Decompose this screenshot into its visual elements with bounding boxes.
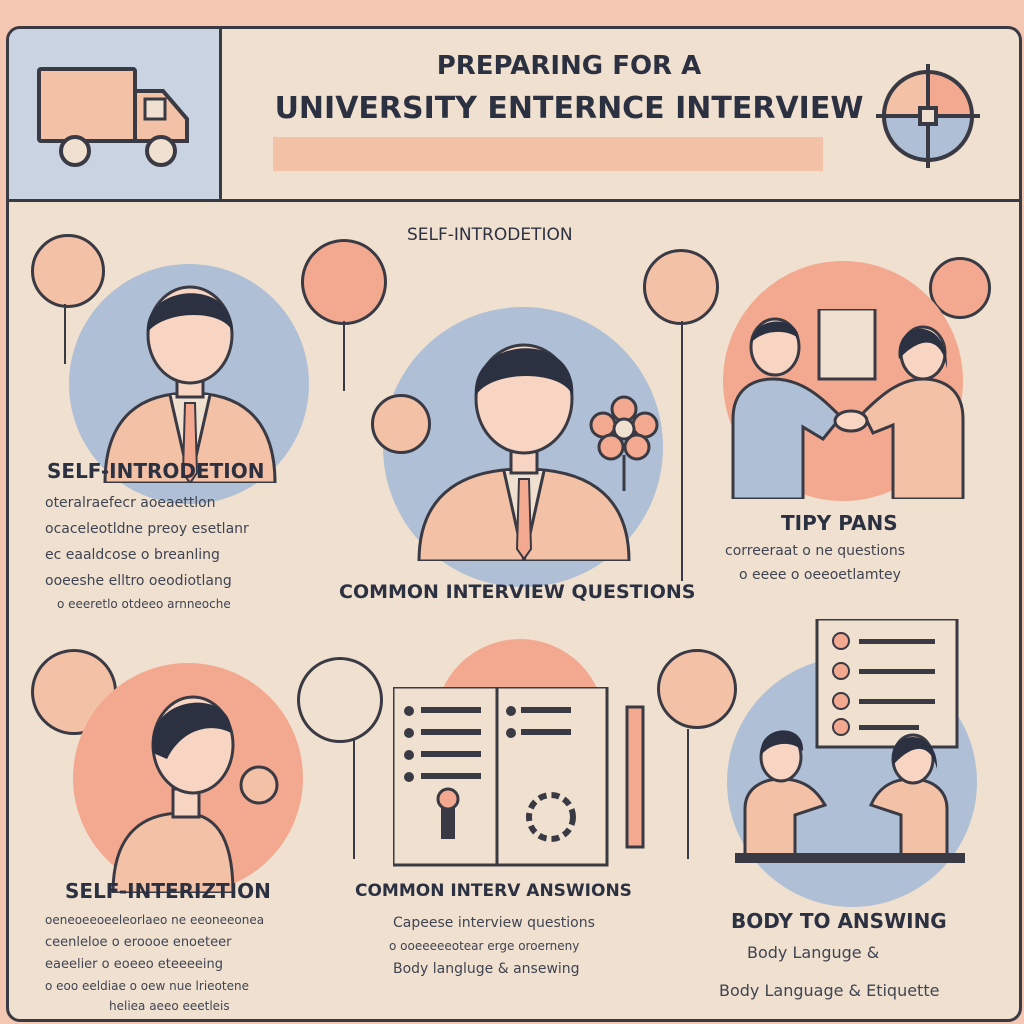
bottom-right-line-2: Body Language & Etiquette bbox=[719, 981, 940, 1000]
bottom-left-line-1: oeneoeeoeeleorlaeo ne eeoneeonea bbox=[45, 913, 265, 927]
connector-line bbox=[681, 321, 683, 581]
bottom-center-line-3: Body langluge & ansewing bbox=[393, 961, 580, 977]
bottom-center-heading: COMMON INTERV ANSWIONS bbox=[355, 881, 632, 901]
notebook-illustration bbox=[393, 687, 645, 867]
bottom-left-heading: SELF-INTERIZTION bbox=[65, 879, 271, 903]
center-label: SELF-INTRODETION bbox=[407, 225, 573, 245]
badge-icon-bottom-right bbox=[657, 649, 737, 729]
top-left-line-1: oteralraefecr aoeaettlon bbox=[45, 495, 216, 511]
bottom-left-line-4: o eoo eeldiae o oew nue lrieotene bbox=[45, 979, 249, 993]
top-left-heading: SELF-INTRODETION bbox=[47, 459, 265, 483]
top-right-line-1: correeraat o ne questions bbox=[725, 543, 906, 559]
flower-icon bbox=[589, 395, 659, 491]
bottom-center-line-1: Capeese interview questions bbox=[393, 915, 595, 931]
title-line-1: PREPARING FOR A bbox=[436, 51, 702, 81]
top-left-line-2: ocaceleotldne preoy esetlanr bbox=[45, 521, 249, 537]
header: PREPARING FOR A UNIVERSITY ENTERNCE INTE… bbox=[9, 29, 1019, 202]
badge-icon-top-center bbox=[301, 239, 387, 325]
bottom-left-line-5: heliea aeeo eeetleis bbox=[109, 999, 230, 1013]
top-right-line-2: o eeee o oeeoetlamtey bbox=[739, 567, 901, 583]
top-left-line-3: ec eaaldcose o breanling bbox=[45, 547, 220, 563]
middle-banner: COMMON INTERVIEW QUESTIONS bbox=[339, 581, 696, 603]
badge-icon-bottom-center bbox=[297, 657, 383, 743]
bottom-center-line-2: o ooeeeeeotear erge oroerneny bbox=[389, 939, 580, 953]
meeting-illustration bbox=[735, 619, 965, 863]
student-portrait-left bbox=[103, 285, 277, 483]
badge-icon-top-right-1 bbox=[643, 249, 719, 325]
title-underline-bar bbox=[273, 137, 823, 171]
title-line-2: UNIVERSITY ENTERNCE INTERVIEW bbox=[274, 91, 864, 126]
handshake-illustration bbox=[731, 309, 965, 499]
connector-line bbox=[64, 304, 66, 364]
top-left-line-5: o eeeretlo otdeeo arnneoche bbox=[57, 597, 231, 611]
bottom-right-line-1: Body Languge & bbox=[747, 943, 880, 962]
connector-line bbox=[343, 321, 345, 391]
header-icon-panel bbox=[9, 29, 222, 199]
bottom-left-line-3: eaeelier o eoeeo eteeeeing bbox=[45, 957, 223, 972]
student-profile-bottom-left bbox=[111, 695, 279, 893]
connector-line bbox=[687, 729, 689, 859]
top-right-heading: TIPY PANS bbox=[781, 511, 898, 535]
gear-icon bbox=[876, 64, 980, 168]
bottom-right-heading: BODY TO ANSWING bbox=[731, 909, 947, 933]
truck-icon bbox=[37, 67, 189, 167]
connector-line bbox=[353, 729, 355, 859]
top-left-line-4: ooeeshe elltro oeodiotlang bbox=[45, 573, 232, 589]
bottom-left-line-2: ceenleloe o eroooe enoeteer bbox=[45, 935, 232, 950]
infographic-poster: PREPARING FOR A UNIVERSITY ENTERNCE INTE… bbox=[6, 26, 1022, 1022]
student-portrait-center bbox=[417, 343, 631, 561]
heart-icon bbox=[371, 394, 431, 454]
badge-icon-top-left bbox=[31, 234, 105, 308]
